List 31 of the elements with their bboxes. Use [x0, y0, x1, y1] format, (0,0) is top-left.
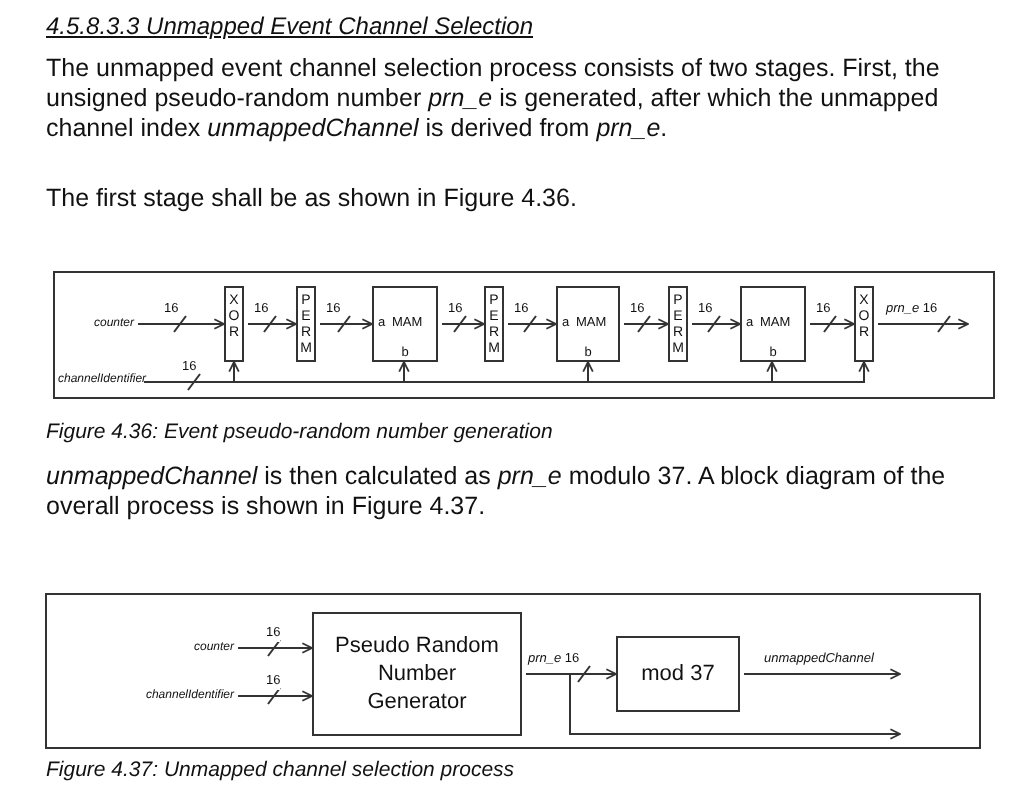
process-box — [312, 612, 522, 736]
arrow — [525, 673, 901, 740]
function-block — [740, 286, 806, 362]
arrow — [137, 318, 225, 330]
logic-block — [854, 286, 874, 362]
arrow — [441, 318, 485, 330]
arrow — [623, 318, 669, 330]
paragraph: The first stage shall be as shown in Figure 4.36. — [46, 184, 579, 214]
function-block — [556, 286, 620, 362]
paragraph: unmappedChannel is then calculated as prn_e modulo 37. A block diagram of the overall process is shown in Figure 4.37. — [46, 462, 948, 522]
logic-block — [668, 286, 688, 362]
arrow — [247, 318, 297, 330]
figure-caption: Figure 4.37: Unmapped channel selection process — [46, 758, 517, 782]
arrow — [809, 318, 855, 330]
block-label: Pseudo Random Number Generator — [333, 632, 501, 716]
paragraph: The unmapped event channel selection process consists of two stages. First, the unsigned pseudo-random number prn_e is generated, after which the unmapped channel index unmappedChannel is derived from prn_e. — [46, 54, 942, 144]
arrow — [237, 642, 313, 654]
section-heading: 4.5.8.3.3 Unmapped Event Channel Selection — [46, 12, 533, 40]
logic-block — [296, 286, 316, 362]
arrow — [237, 690, 313, 702]
function-block — [372, 286, 438, 362]
arrow — [319, 318, 373, 330]
arrow — [877, 318, 969, 330]
process-box — [616, 636, 740, 712]
arrow — [691, 318, 741, 330]
logic-block — [224, 286, 244, 362]
block-label: mod 37 — [639, 660, 717, 688]
figure-caption: Figure 4.36: Event pseudo-random number generation — [46, 420, 555, 444]
logic-block — [484, 286, 504, 362]
arrow — [743, 668, 901, 680]
arrow — [507, 318, 557, 330]
